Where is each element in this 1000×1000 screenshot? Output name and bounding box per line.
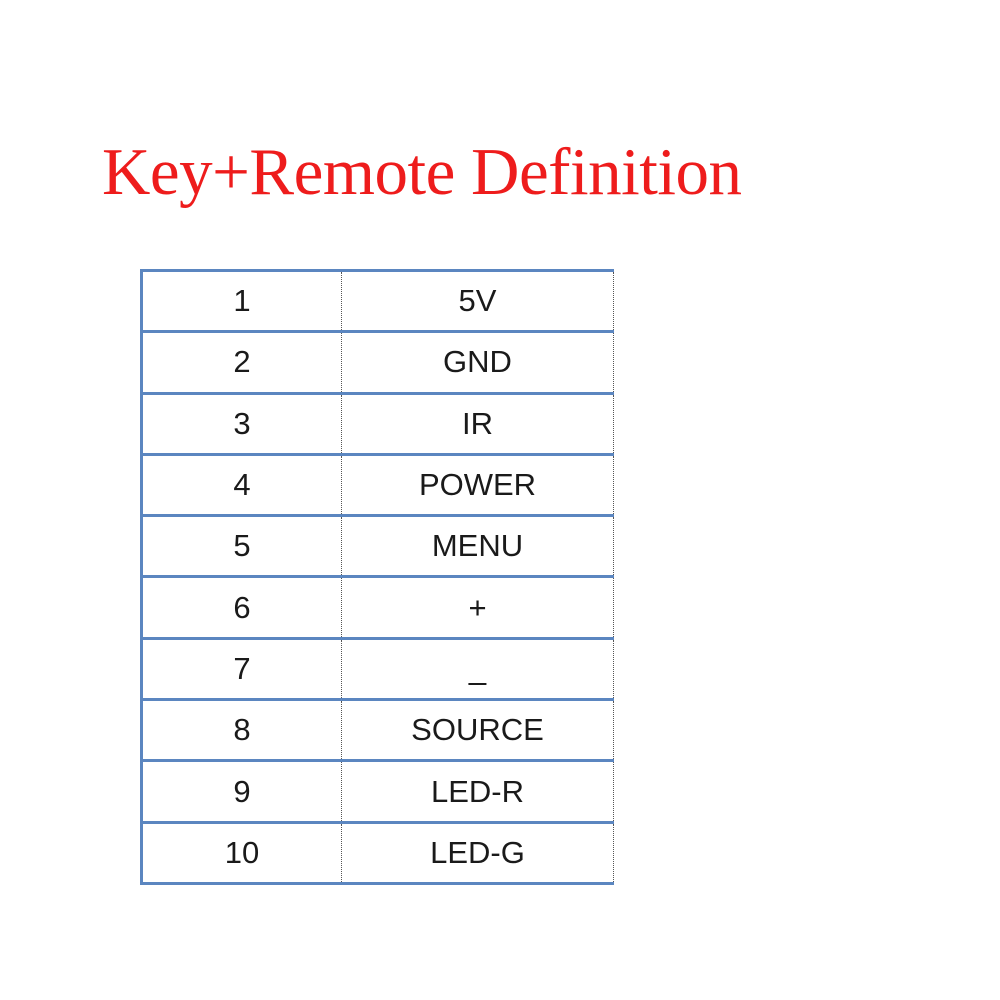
pin-number-cell: 9 [140,759,342,824]
pin-number-cell: 4 [140,452,342,518]
table-row: 1 5V [140,268,614,334]
pin-number-cell: 5 [140,514,342,579]
pin-function-cell: + [341,575,614,640]
pin-function-cell: POWER [341,452,614,518]
pin-number-cell: 7 [140,636,342,702]
table-row: 7 _ [140,636,614,702]
pin-number-cell: 10 [140,820,342,885]
table-row: 9 LED-R [140,759,614,824]
pin-number-cell: 3 [140,391,342,456]
table-row: 2 GND [140,330,614,395]
pin-function-cell: IR [341,391,614,456]
pin-function-cell: SOURCE [341,698,614,763]
table-row: 4 POWER [140,452,614,518]
pin-function-cell: GND [341,330,614,395]
pin-function-cell: MENU [341,514,614,579]
table-row: 10 LED-G [140,820,614,885]
pin-number-cell: 8 [140,698,342,763]
pin-function-cell: 5V [341,268,614,334]
pin-function-cell: _ [341,636,614,702]
table-row: 3 IR [140,391,614,456]
pin-definition-table: 1 5V 2 GND 3 IR 4 POWER 5 MENU 6 + 7 _ 8 [140,268,614,885]
table-row: 6 + [140,575,614,640]
pin-function-cell: LED-G [341,820,614,885]
pin-number-cell: 6 [140,575,342,640]
pin-number-cell: 2 [140,330,342,395]
table-row: 8 SOURCE [140,698,614,763]
pin-function-cell: LED-R [341,759,614,824]
pin-table-body: 1 5V 2 GND 3 IR 4 POWER 5 MENU 6 + 7 _ 8 [140,268,614,885]
table-row: 5 MENU [140,514,614,579]
pin-number-cell: 1 [140,268,342,334]
page-title: Key+Remote Definition [102,135,742,209]
